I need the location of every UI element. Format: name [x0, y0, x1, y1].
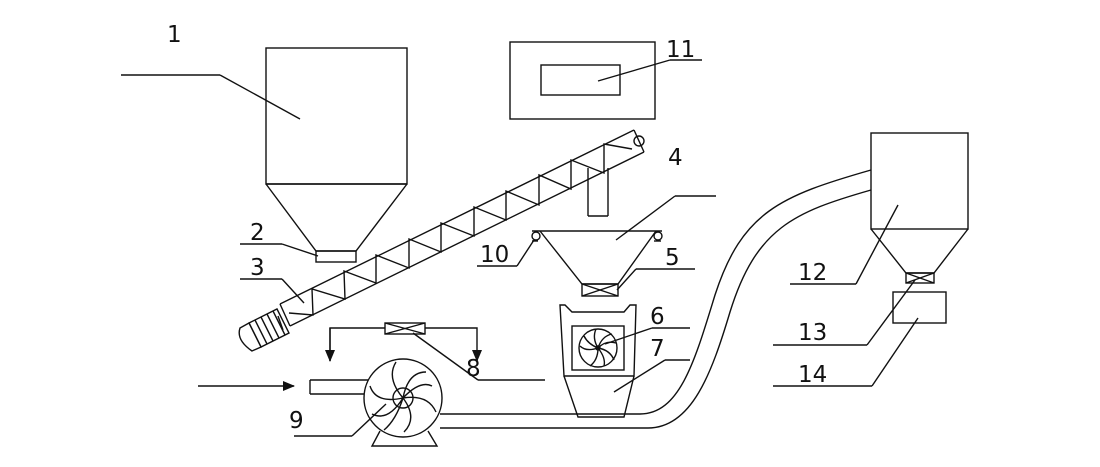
mixing-chamber-7	[563, 359, 690, 418]
support-post	[587, 168, 609, 217]
label-5: 5	[665, 245, 680, 271]
label-1: 1	[167, 22, 182, 48]
conveyor-motor	[238, 308, 290, 352]
silo-1	[121, 47, 408, 252]
weighing-hopper-4	[477, 195, 716, 285]
screw-conveyor-3	[238, 129, 645, 352]
label-11: 11	[666, 37, 695, 63]
conveying-pipe	[578, 169, 872, 429]
receiver-14	[773, 291, 947, 387]
label-10: 10	[480, 242, 509, 268]
blower-9	[198, 358, 578, 447]
label-3: 3	[250, 255, 265, 281]
controller-11	[509, 41, 702, 120]
label-9: 9	[289, 408, 304, 434]
label-2: 2	[250, 220, 265, 246]
load-cell-10	[477, 231, 663, 267]
label-7: 7	[650, 336, 665, 362]
hopper-valve-5	[581, 268, 695, 297]
label-13: 13	[798, 320, 827, 346]
label-14: 14	[798, 362, 827, 388]
label-8: 8	[466, 356, 481, 382]
label-4: 4	[668, 145, 683, 171]
bypass-valve-8	[325, 322, 545, 381]
label-6: 6	[650, 304, 665, 330]
label-12: 12	[798, 260, 827, 286]
discharge-valve-2	[240, 243, 357, 263]
bin-valve-13	[773, 272, 935, 346]
rotary-feeder-6	[559, 304, 690, 377]
